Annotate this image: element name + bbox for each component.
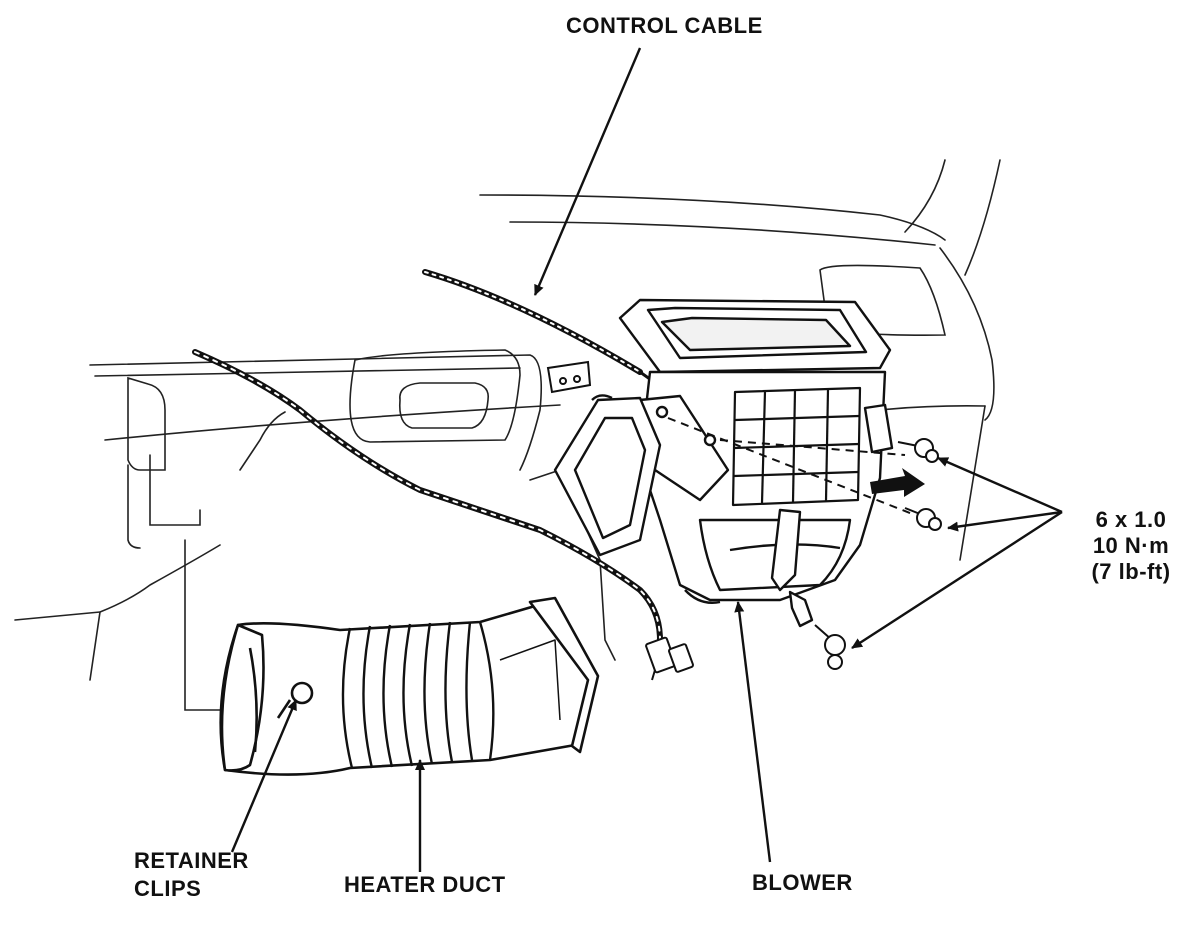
blower-unit <box>618 298 894 628</box>
blower-label: BLOWER <box>752 870 853 895</box>
heater-duct <box>219 596 600 776</box>
wire-connector <box>645 636 694 681</box>
install-direction-arrow <box>870 468 925 497</box>
bolt-size-label: 6 x 1.0 <box>1095 507 1167 532</box>
leader-lines <box>230 47 1063 872</box>
bolt-upper <box>897 438 939 463</box>
control-cable-label: CONTROL CABLE <box>566 13 763 38</box>
mounting-bracket <box>546 360 592 394</box>
retainer-clips-label-line1: RETAINER <box>134 848 249 873</box>
alignment-lines <box>667 417 916 516</box>
blower-outlet <box>553 394 662 557</box>
heater-duct-label: HEATER DUCT <box>344 872 506 897</box>
torque-nm-label: 10 N·m <box>1092 533 1170 558</box>
torque-spec: 6 x 1.0 10 N·m (7 lb-ft) <box>1072 507 1190 585</box>
bolt-middle <box>904 507 942 531</box>
retainer-clips-label-line2: CLIPS <box>134 876 202 901</box>
torque-lbft-label: (7 lb-ft) <box>1091 559 1171 584</box>
wire-harness <box>192 349 663 643</box>
bolt-lower <box>814 624 846 670</box>
blower-grille <box>731 386 862 507</box>
dashboard-outline <box>14 159 1001 711</box>
